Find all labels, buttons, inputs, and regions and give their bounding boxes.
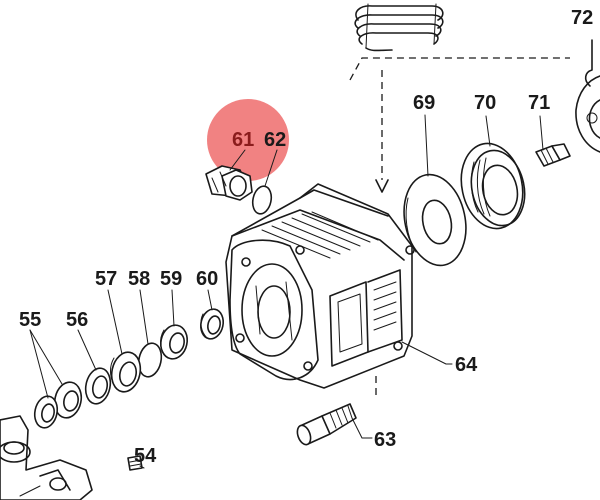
callout-57: 57 [95,268,117,290]
callout-labels: 72 69 70 71 61 62 57 58 59 60 55 56 64 6… [19,7,593,467]
part-69-illustration [403,173,467,267]
callout-56: 56 [66,309,88,331]
part-55-illustration [33,381,83,429]
callout-60: 60 [196,268,218,290]
part-57-illustration [110,351,142,393]
part-63-illustration [296,403,357,446]
part-70-illustration [460,142,526,230]
part-72-illustration [575,39,600,153]
leader-lines [29,114,544,469]
assembly-dash-spring [349,57,570,81]
part-54-illustration [127,455,143,471]
callout-69: 69 [413,92,435,114]
callout-70: 70 [474,92,496,114]
callout-62: 62 [264,129,286,151]
part-58-illustration [137,342,163,378]
part-62-illustration [251,185,273,215]
callout-54: 54 [134,445,157,467]
callout-64: 64 [455,354,478,376]
callout-71: 71 [528,92,550,114]
callout-63: 63 [374,429,396,451]
part-71-illustration [535,143,571,167]
spring-illustration [354,3,444,52]
pump-head-illustration [0,415,93,500]
callout-59: 59 [160,268,182,290]
callout-55: 55 [19,309,41,331]
part-64-illustration [225,183,415,396]
callout-61: 61 [232,129,254,151]
highlight-marker [207,99,289,181]
callout-58: 58 [128,268,150,290]
callout-72: 72 [571,7,593,29]
part-60-illustration [199,308,225,340]
part-56-illustration [84,367,112,405]
assembly-arrow [375,179,389,193]
part-59-illustration [160,324,188,360]
part-61-illustration [205,165,253,201]
